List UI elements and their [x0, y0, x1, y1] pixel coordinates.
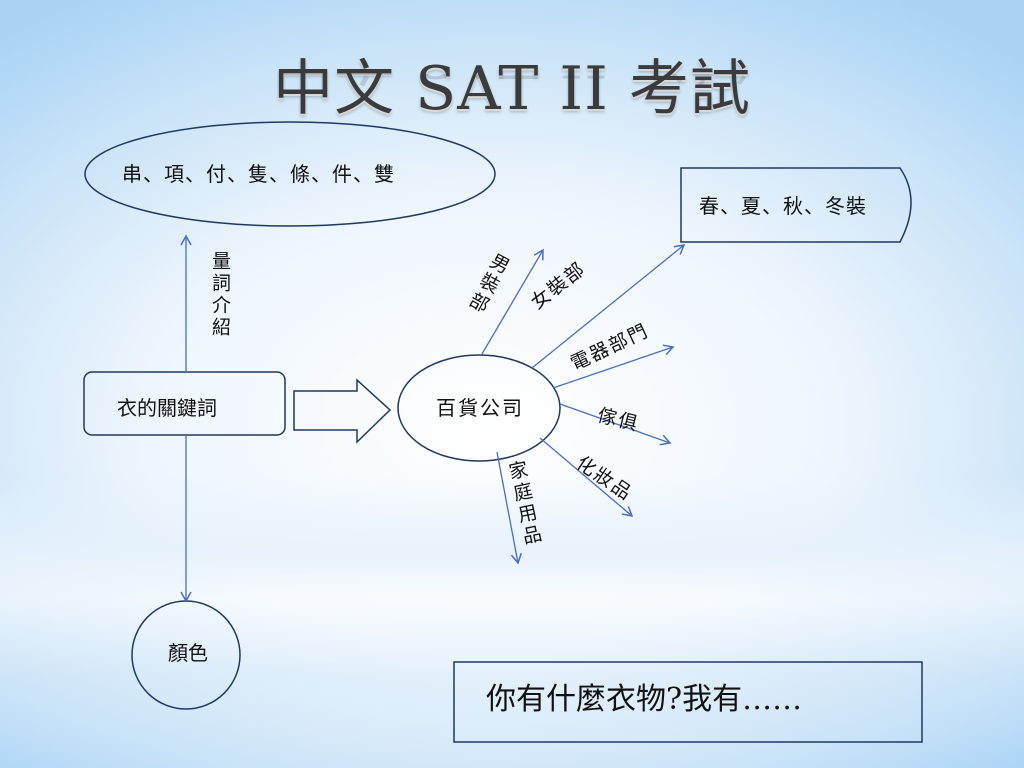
arrow-cosmetics — [539, 437, 634, 517]
arrow-household — [496, 451, 522, 565]
page-title: 中文 SAT II 考試 — [273, 54, 751, 124]
measure-intro-label: 量詞介紹 — [209, 251, 231, 339]
measure-words-ellipse — [84, 121, 496, 227]
seasons-text: 春、夏、秋、冬裝 — [699, 194, 867, 218]
measure-words-text: 串、項、付、隻、條、件、雙 — [122, 162, 395, 186]
color-text: 顏色 — [168, 641, 208, 665]
question-text: 你有什麼衣物?我有…… — [486, 682, 803, 717]
dept-store-ellipse — [397, 354, 561, 462]
keywords-text: 衣的關鍵詞 — [117, 396, 217, 420]
arrow-furniture — [559, 403, 672, 446]
arrow-seasons — [531, 244, 686, 369]
dept-store-text: 百貨公司 — [436, 396, 524, 420]
block-arrow — [293, 378, 392, 444]
seasons-callout — [680, 167, 912, 243]
arrow-electrical — [552, 344, 675, 389]
question-box — [453, 661, 923, 743]
arrow-mens — [481, 248, 544, 355]
keywords-box — [83, 371, 286, 436]
